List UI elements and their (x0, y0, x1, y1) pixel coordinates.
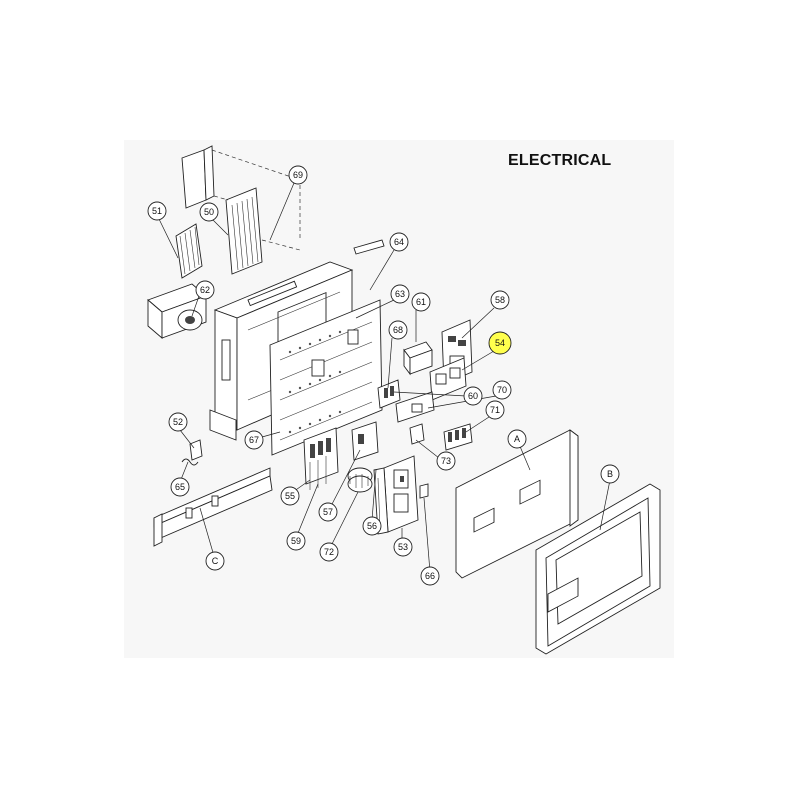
callout-50: 50 (199, 202, 219, 222)
callout-71: 71 (485, 400, 505, 420)
svg-text:58: 58 (495, 295, 505, 305)
svg-text:59: 59 (291, 536, 301, 546)
heatsink-plate-51 (175, 223, 203, 279)
toroid-72 (347, 467, 373, 493)
callout-68: 68 (388, 320, 408, 340)
rail-64 (353, 239, 385, 255)
callout-55: 55 (280, 486, 300, 506)
door-B (535, 483, 661, 655)
svg-text:51: 51 (152, 206, 162, 216)
callout-64: 64 (389, 232, 409, 252)
svg-text:56: 56 (367, 521, 377, 531)
board-53 (373, 455, 419, 535)
callout-C: C (205, 551, 225, 571)
svg-text:63: 63 (395, 289, 405, 299)
relay-bank-55 (303, 427, 339, 490)
bracket-top (181, 145, 215, 209)
part-73 (409, 423, 425, 445)
callout-54: 54 (488, 331, 512, 355)
part-52 (189, 439, 203, 461)
callout-65: 65 (170, 477, 190, 497)
part-65 (181, 458, 199, 466)
svg-text:55: 55 (285, 491, 295, 501)
svg-text:57: 57 (323, 507, 333, 517)
transformer-61 (403, 341, 433, 376)
callout-69: 69 (288, 165, 308, 185)
svg-text:52: 52 (173, 417, 183, 427)
svg-text:54: 54 (495, 338, 505, 348)
svg-text:60: 60 (468, 391, 478, 401)
svg-text:73: 73 (441, 456, 451, 466)
svg-text:68: 68 (393, 325, 403, 335)
callout-57: 57 (318, 502, 338, 522)
diagram-title: ELECTRICAL (508, 152, 612, 169)
contactor-60 (377, 379, 401, 409)
callout-A: A (507, 429, 527, 449)
svg-text:50: 50 (204, 207, 214, 217)
part-66 (419, 483, 429, 499)
svg-text:C: C (212, 556, 219, 566)
svg-text:B: B (607, 469, 613, 479)
callout-66: 66 (420, 566, 440, 586)
svg-text:72: 72 (324, 547, 334, 557)
callout-52: 52 (168, 412, 188, 432)
svg-text:53: 53 (398, 542, 408, 552)
svg-text:65: 65 (175, 482, 185, 492)
callout-51: 51 (147, 201, 167, 221)
callout-67: 67 (244, 430, 264, 450)
callout-63: 63 (390, 284, 410, 304)
board-54 (429, 357, 467, 401)
callout-73: 73 (436, 451, 456, 471)
callout-70: 70 (492, 380, 512, 400)
svg-text:61: 61 (416, 297, 426, 307)
panel-A (455, 429, 579, 579)
callout-72: 72 (319, 542, 339, 562)
svg-text:69: 69 (293, 170, 303, 180)
callout-56: 56 (362, 516, 382, 536)
callout-60: 60 (463, 386, 483, 406)
svg-text:67: 67 (249, 435, 259, 445)
callout-61: 61 (411, 292, 431, 312)
heatsink-plate-50 (225, 187, 263, 275)
mounting-plate-67 (269, 299, 383, 456)
rail-C (153, 467, 273, 547)
svg-text:64: 64 (394, 237, 404, 247)
relay-57 (351, 421, 379, 461)
svg-text:66: 66 (425, 571, 435, 581)
callout-58: 58 (490, 290, 510, 310)
callout-59: 59 (286, 531, 306, 551)
svg-text:70: 70 (497, 385, 507, 395)
callout-53: 53 (393, 537, 413, 557)
svg-text:62: 62 (200, 285, 210, 295)
svg-text:A: A (514, 434, 520, 444)
bracket-70 (395, 391, 435, 423)
terminal-block-71 (443, 423, 473, 451)
svg-text:71: 71 (490, 405, 500, 415)
callout-B: B (600, 464, 620, 484)
callout-62: 62 (195, 280, 215, 300)
